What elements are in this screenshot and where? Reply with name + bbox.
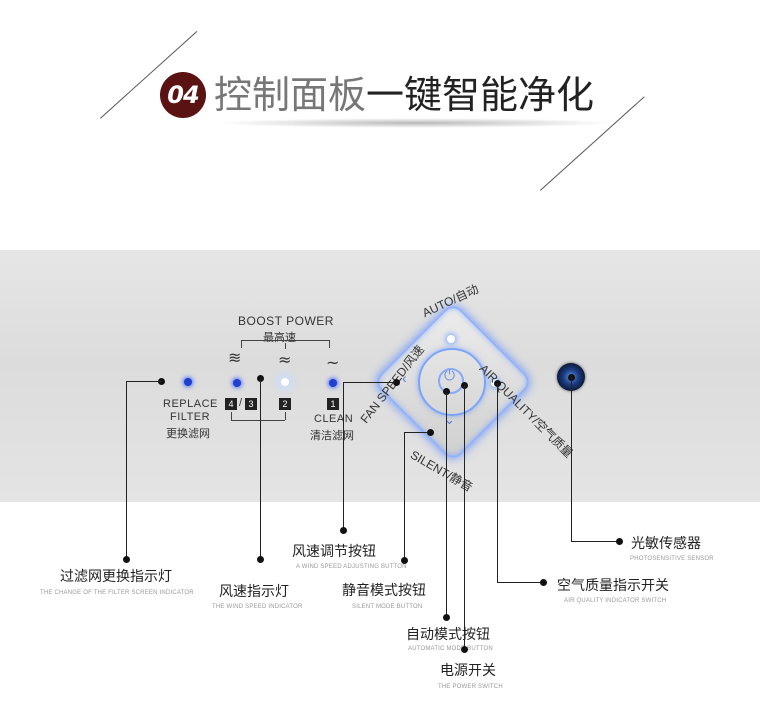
- title-dark: 一键智能净化: [366, 73, 595, 117]
- boost-power-cn-label: 最高速: [263, 332, 296, 344]
- auto-mode-led: [447, 335, 455, 343]
- callout-line: [343, 382, 395, 383]
- wind-indicator-label: 风速指示灯: [219, 584, 289, 600]
- fan-speed-button[interactable]: ‹: [402, 370, 407, 386]
- section-title: 控制面板一键智能净化: [214, 70, 594, 120]
- key-2-badge: 2: [279, 398, 291, 410]
- callout-line: [497, 383, 498, 582]
- callout-line: [497, 582, 543, 583]
- callout-dot: [427, 429, 434, 436]
- callout-line: [571, 541, 619, 542]
- filter-indicator-label: 过滤网更换指示灯: [60, 569, 172, 585]
- callout-dot: [123, 556, 130, 563]
- bracket-line: [231, 420, 285, 421]
- callout-line: [126, 381, 127, 559]
- bracket-line: [329, 340, 330, 348]
- callout-line: [446, 390, 447, 618]
- auto-button-sublabel: AUTOMATIC MODE BUTTON: [408, 646, 493, 652]
- title-shadow: [216, 118, 616, 128]
- wind-speed-led-low: [329, 379, 337, 387]
- air-quality-switch-label: 空气质量指示开关: [557, 578, 669, 594]
- callout-dot: [257, 556, 264, 563]
- air-quality-switch-sublabel: AIR QUALITY INDICATOR SWITCH: [564, 598, 667, 604]
- wind-high-icon: ≋: [228, 348, 242, 367]
- clean-cn-label: 清洁滤网: [310, 430, 354, 442]
- bracket-line: [241, 340, 329, 341]
- section-number-badge: 04: [160, 72, 206, 118]
- power-button[interactable]: [438, 368, 464, 394]
- title-light: 控制面板: [214, 73, 367, 117]
- silent-button-sublabel: SILENT MODE BUTTON: [352, 604, 423, 610]
- clean-label: CLEAN: [314, 413, 354, 425]
- callout-dot: [340, 527, 347, 534]
- wind-speed-led-mid: [281, 378, 289, 386]
- callout-line: [126, 381, 162, 382]
- callout-line: [260, 378, 261, 558]
- replace-filter-label: FILTER: [170, 411, 211, 423]
- bracket-line: [231, 412, 232, 420]
- wind-low-icon: ~: [326, 353, 340, 372]
- power-switch-sublabel: THE POWER SWITCH: [438, 684, 503, 690]
- wind-mid-icon: ≈: [278, 350, 292, 369]
- power-icon: ⏻: [444, 367, 456, 383]
- callout-dot: [540, 579, 547, 586]
- filter-indicator-sublabel: THE CHANGE OF THE FILTER SCREEN INDICATO…: [40, 590, 194, 596]
- callout-dot: [461, 646, 468, 653]
- callout-dot: [616, 538, 623, 545]
- key-slash: /: [239, 397, 243, 409]
- key-3-badge: 3: [245, 398, 257, 410]
- callout-dot: [443, 614, 450, 621]
- filter-indicator-led: [184, 378, 192, 386]
- section-header: 04 控制面板一键智能净化: [0, 0, 760, 240]
- callout-line: [464, 385, 465, 649]
- silent-button[interactable]: ⌄: [444, 412, 455, 427]
- bracket-line: [285, 343, 286, 349]
- bracket-line: [285, 412, 286, 420]
- callout-line: [404, 432, 405, 560]
- replace-filter-cn-label: 更换滤网: [166, 428, 210, 440]
- auto-mode-button[interactable]: [418, 348, 486, 416]
- wind-button-label: 风速调节按钮: [292, 544, 376, 560]
- boost-power-label: BOOST POWER: [238, 314, 334, 328]
- key-4-badge: 4: [225, 398, 237, 410]
- callout-line: [404, 432, 429, 433]
- sensor-label: 光敏传感器: [631, 536, 701, 552]
- wind-button-sublabel: A WIND SPEED ADJUSTING BUTTON: [296, 564, 407, 570]
- sensor-sublabel: PHOTOSENSITIVE SENSOR: [630, 556, 714, 562]
- callout-line: [343, 382, 344, 530]
- bracket-line: [241, 340, 242, 348]
- auto-button-label: 自动模式按钮: [406, 627, 490, 643]
- wind-speed-led-high: [233, 379, 241, 387]
- key-1-badge: 1: [327, 398, 339, 410]
- wind-indicator-sublabel: THE WIND SPEED INDICATOR: [212, 604, 303, 610]
- silent-button-label: 静音模式按钮: [342, 583, 426, 599]
- callout-dot: [393, 379, 400, 386]
- callout-dot: [401, 557, 408, 564]
- power-switch-label: 电源开关: [440, 663, 496, 679]
- callout-line: [571, 377, 572, 541]
- replace-filter-label: REPLACE: [163, 398, 218, 410]
